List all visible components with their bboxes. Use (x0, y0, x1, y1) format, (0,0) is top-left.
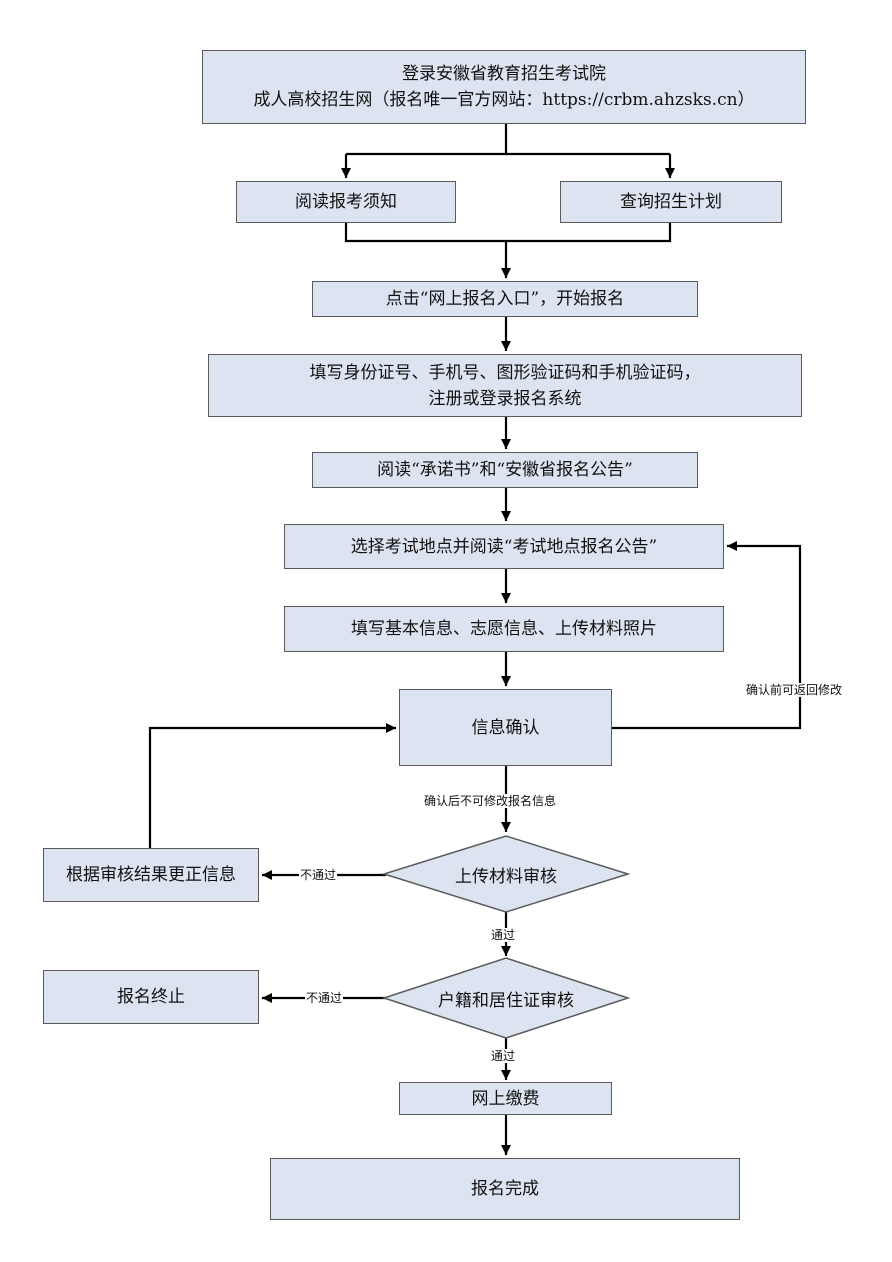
select-site-label: 选择考试地点并阅读“考试地点报名公告” (350, 536, 658, 557)
edge-merge (344, 223, 672, 278)
upload-review-diamond (381, 835, 631, 913)
login-line2: 成人高校招生网（报名唯一官方网站：https://crbm.ahzsks.cn） (253, 90, 755, 110)
pay-label: 网上缴费 (471, 1088, 540, 1109)
edge-label-household-fail: 不通过 (305, 991, 344, 1005)
terminate-box: 报名终止 (43, 970, 259, 1024)
household-review-diamond (381, 957, 631, 1039)
click-entry-box: 点击“网上报名入口”，开始报名 (312, 281, 698, 317)
correct-box: 根据审核结果更正信息 (43, 848, 259, 902)
confirm-label: 信息确认 (471, 717, 540, 738)
edge-correct-to-confirm (148, 723, 396, 848)
terminate-label: 报名终止 (117, 987, 185, 1007)
edge-label-no-modify-after-confirm: 确认后不可修改报名信息 (423, 794, 558, 808)
query-plan-label: 查询招生计划 (620, 192, 722, 212)
complete-box: 报名完成 (270, 1158, 740, 1220)
upload-review-label: 上传材料审核 (455, 866, 557, 887)
edge-label-upload-fail: 不通过 (299, 868, 338, 882)
register-line2: 注册或登录报名系统 (428, 388, 582, 409)
login-box: 登录安徽省教育招生考试院 成人高校招生网（报名唯一官方网站：https://cr… (202, 50, 806, 124)
fill-info-label: 填写基本信息、志愿信息、上传材料照片 (351, 619, 657, 639)
household-review-label: 户籍和居住证审核 (438, 990, 574, 1011)
edge-label-modify-before-confirm: 确认前可返回修改 (745, 683, 844, 697)
edge-label-upload-pass: 通过 (490, 928, 517, 942)
query-plan-box: 查询招生计划 (560, 181, 782, 223)
fill-info-box: 填写基本信息、志愿信息、上传材料照片 (284, 606, 724, 652)
correct-label: 根据审核结果更正信息 (66, 865, 236, 885)
login-line1: 登录安徽省教育招生考试院 (402, 64, 606, 84)
read-notice-label: 阅读报考须知 (295, 192, 397, 212)
read-notice-box: 阅读报考须知 (236, 181, 456, 223)
register-line1: 填写身份证号、手机号、图形验证码和手机验证码， (309, 362, 701, 383)
edge-label-household-pass: 通过 (490, 1049, 517, 1063)
edge-login-split (346, 124, 670, 156)
click-entry-label: 点击“网上报名入口”，开始报名 (385, 289, 625, 309)
read-promise-label: 阅读“承诺书”和“安徽省报名公告” (377, 460, 633, 480)
confirm-box: 信息确认 (399, 689, 612, 766)
edge-return-modify (612, 541, 802, 730)
select-site-box: 选择考试地点并阅读“考试地点报名公告” (284, 524, 724, 569)
read-promise-box: 阅读“承诺书”和“安徽省报名公告” (312, 452, 698, 488)
complete-label: 报名完成 (471, 1179, 539, 1199)
pay-box: 网上缴费 (399, 1082, 612, 1115)
register-box: 填写身份证号、手机号、图形验证码和手机验证码， 注册或登录报名系统 (208, 354, 802, 417)
